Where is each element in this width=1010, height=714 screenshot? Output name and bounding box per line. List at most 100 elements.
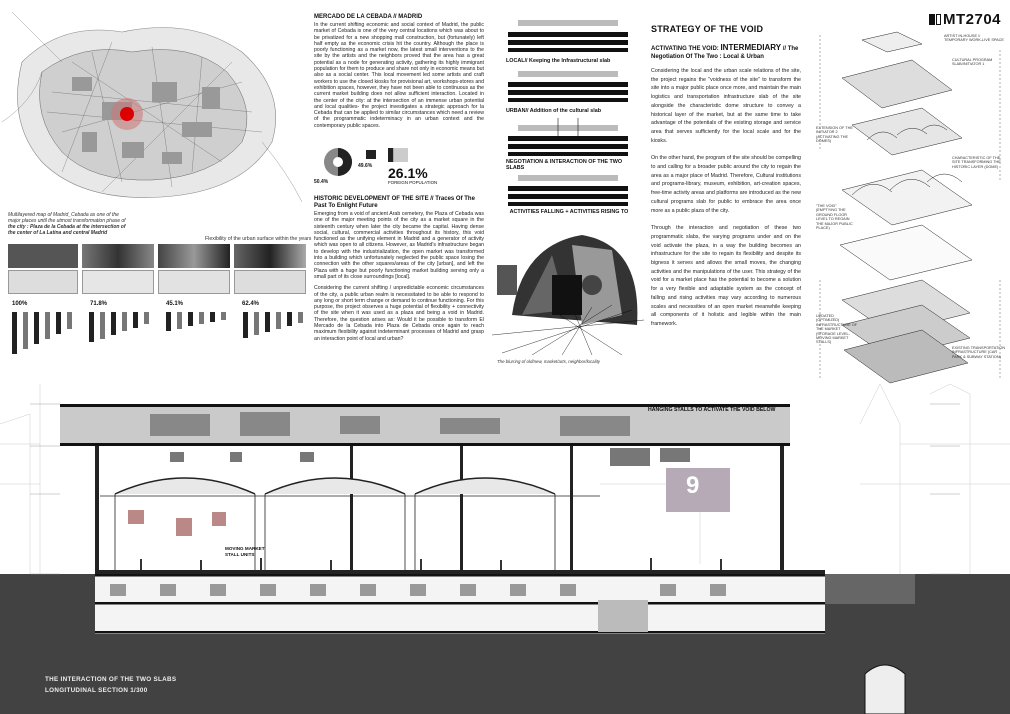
map-caption: Multilayered map of Madrid_Cebada as one… — [8, 212, 213, 236]
timeline-photo — [82, 270, 154, 294]
madrid-map-drawing — [1, 2, 303, 207]
timeline-bar — [254, 312, 259, 336]
historic-body-2: Considering the current shifting / unpre… — [314, 285, 484, 342]
collage-caption: The blurring of old/new, market/arts, ne… — [497, 359, 600, 364]
logo-mark-icon — [936, 14, 941, 25]
timeline-photo — [158, 270, 230, 294]
foreign-population-stat: 26.1% — [388, 165, 428, 181]
map-caption-line: major places until the utmost transforma… — [8, 218, 126, 224]
timeline-bar — [89, 312, 94, 343]
timeline-photo — [158, 244, 230, 268]
timeline-bar — [188, 312, 193, 327]
strategy-section: STRATEGY OF THE VOID ACTIVATING THE VOID… — [651, 24, 801, 329]
population-pie-chart — [324, 148, 352, 176]
longitudinal-section: HANGING STALLS TO ACTIVATE THE VOID BELO… — [0, 383, 1010, 714]
timeline-bar — [133, 312, 138, 328]
axo-label: EXTENSION OF THE INITIATOR 2 (ACTIVATING… — [816, 126, 853, 144]
population-stats: 50.4% 49.6% 26.1% FOREIGN POPULATION — [314, 146, 484, 186]
axo-label: EXISTING TRANSPORTATION INFRASTRUCTURE (… — [952, 346, 1006, 359]
timeline-bar — [67, 312, 72, 329]
strategy-subtitle: ACTIVATING THE VOID: INTERMEDIARY // The… — [651, 44, 801, 61]
map-caption-line: the center of La Latina and central Madr… — [8, 230, 108, 236]
timeline-bar — [23, 312, 28, 349]
section-title-line1: THE INTERACTION OF THE TWO SLABS — [45, 676, 177, 683]
axo-label: ARTIST IN-HOUSE // TEMPORARY WORK-LIVE S… — [944, 34, 1004, 43]
logo-code: MT2704 — [943, 11, 1002, 28]
timeline-bar — [12, 312, 17, 354]
slab-label-local: LOCAL// Keeping the Infrastructural slab — [506, 58, 611, 64]
slab-label-urban: URBAN// Addition of the cultural slab — [506, 108, 602, 114]
city-map — [1, 2, 303, 207]
timeline-bar — [144, 312, 149, 325]
site-marker — [120, 107, 134, 121]
exploded-axonometric: ARTIST IN-HOUSE // TEMPORARY WORK-LIVE S… — [812, 30, 1008, 390]
section-title: THE INTERACTION OF THE TWO SLABS LONGITU… — [45, 674, 176, 696]
timeline-photo — [234, 244, 306, 268]
timeline-photo — [8, 270, 78, 294]
strategy-subtitle-a: ACTIVATING THE VOID: — [651, 46, 721, 52]
timeline-bar — [111, 312, 116, 335]
logo-mark-icon — [929, 14, 935, 25]
historic-body: Emerging from a void of ancient Arab cem… — [314, 211, 484, 280]
strategy-p3: Through the interaction and negotiation … — [651, 225, 801, 327]
moving-stall-label: MOVING MARKET STALL UNITS — [225, 546, 275, 557]
pie-left-label: 50.4% — [314, 179, 329, 185]
timeline-bar — [56, 312, 61, 334]
collage-image — [492, 215, 644, 355]
timeline-pct: 62.4% — [242, 301, 260, 307]
timeline-bar — [276, 312, 281, 329]
slab-diagrams: LOCAL// Keeping the Infrastructural slab… — [498, 18, 638, 228]
map-caption-line: the city : Plaza de la Cebada at the int… — [8, 224, 126, 230]
population-icon — [366, 150, 376, 159]
timeline-bar — [298, 312, 303, 323]
timeline-bar — [210, 312, 215, 322]
mercado-section: MERCADO DE LA CEBADA // MADRID In the cu… — [314, 14, 484, 129]
section-drawing — [0, 383, 1010, 714]
timeline-bar — [243, 312, 248, 339]
pie-right-label: 49.6% — [358, 163, 373, 169]
historic-section: HISTORIC DEVELOPMENT OF THE SITE // Trac… — [314, 196, 484, 342]
mercado-heading: MERCADO DE LA CEBADA // MADRID — [314, 14, 423, 20]
mercado-body: In the current shifting economic and soc… — [314, 22, 484, 129]
flexibility-caption: Flexibility of the urban surface within … — [205, 236, 312, 242]
collage-drawing — [492, 215, 644, 355]
strategy-title: STRATEGY OF THE VOID — [651, 24, 764, 34]
moving-stall-label-text: MOVING MARKET STALL UNITS — [225, 546, 265, 557]
timeline-bar — [100, 312, 105, 339]
slab-label-negotiation: NEGOTIATION & INTERACTION OF THE TWO SLA… — [506, 159, 623, 171]
timeline-pct: 45.1% — [166, 301, 184, 307]
timeline-photos — [8, 244, 306, 296]
timeline-bar — [45, 312, 50, 339]
strategy-p2: On the other hand, the program of the si… — [651, 155, 801, 214]
slab-diagram-drawing — [508, 20, 628, 206]
project-logo: MT2704 — [929, 11, 1001, 28]
timeline-pct: 71.8% — [90, 301, 108, 307]
historic-heading: HISTORIC DEVELOPMENT OF THE SITE // Trac… — [314, 196, 475, 209]
timeline-percentages: 100% 71.8% 45.1% 62.4% — [8, 298, 306, 358]
timeline-bar — [166, 312, 171, 331]
timeline-bar — [265, 312, 270, 332]
strategy-subtitle-c: // The Negotiation Of The Two : Local & … — [651, 46, 799, 60]
timeline-bar — [221, 312, 226, 320]
timeline-bar — [287, 312, 292, 326]
timeline-photo — [82, 244, 154, 268]
timeline-pct: 100% — [12, 301, 28, 307]
map-caption-line: Multilayered map of Madrid_Cebada as one… — [8, 212, 119, 218]
screen-number: 9 — [686, 472, 700, 499]
strategy-p1: Considering the local and the urban scal… — [651, 68, 801, 144]
foreign-population-bar — [388, 148, 408, 162]
axo-label: "THE VOID" (EMPTYING THE GROUND FLOOR LE… — [816, 204, 853, 231]
foreign-population-label: FOREIGN POPULATION — [388, 180, 438, 185]
timeline-bar — [199, 312, 204, 325]
timeline-photo — [234, 270, 306, 294]
axo-drawing — [819, 31, 1001, 384]
axo-label: CHARACTERISTIC OF THE SITE TRANSFORMING … — [952, 156, 1001, 169]
axo-label: CULTURAL PROGRAM SLAB/INITIATOR 1 — [952, 58, 993, 67]
timeline-bar — [177, 312, 182, 329]
hanging-stalls-label: HANGING STALLS TO ACTIVATE THE VOID BELO… — [648, 407, 776, 413]
section-title-line2: LONGITUDINAL SECTION 1/300 — [45, 687, 148, 694]
timeline-bar — [122, 312, 127, 332]
axo-label: UPDATED (OPTIMIZED) INFRASTRUCTURE OF TH… — [816, 314, 858, 345]
timeline-bar — [34, 312, 39, 344]
strategy-subtitle-b: INTERMEDIARY — [720, 43, 782, 52]
